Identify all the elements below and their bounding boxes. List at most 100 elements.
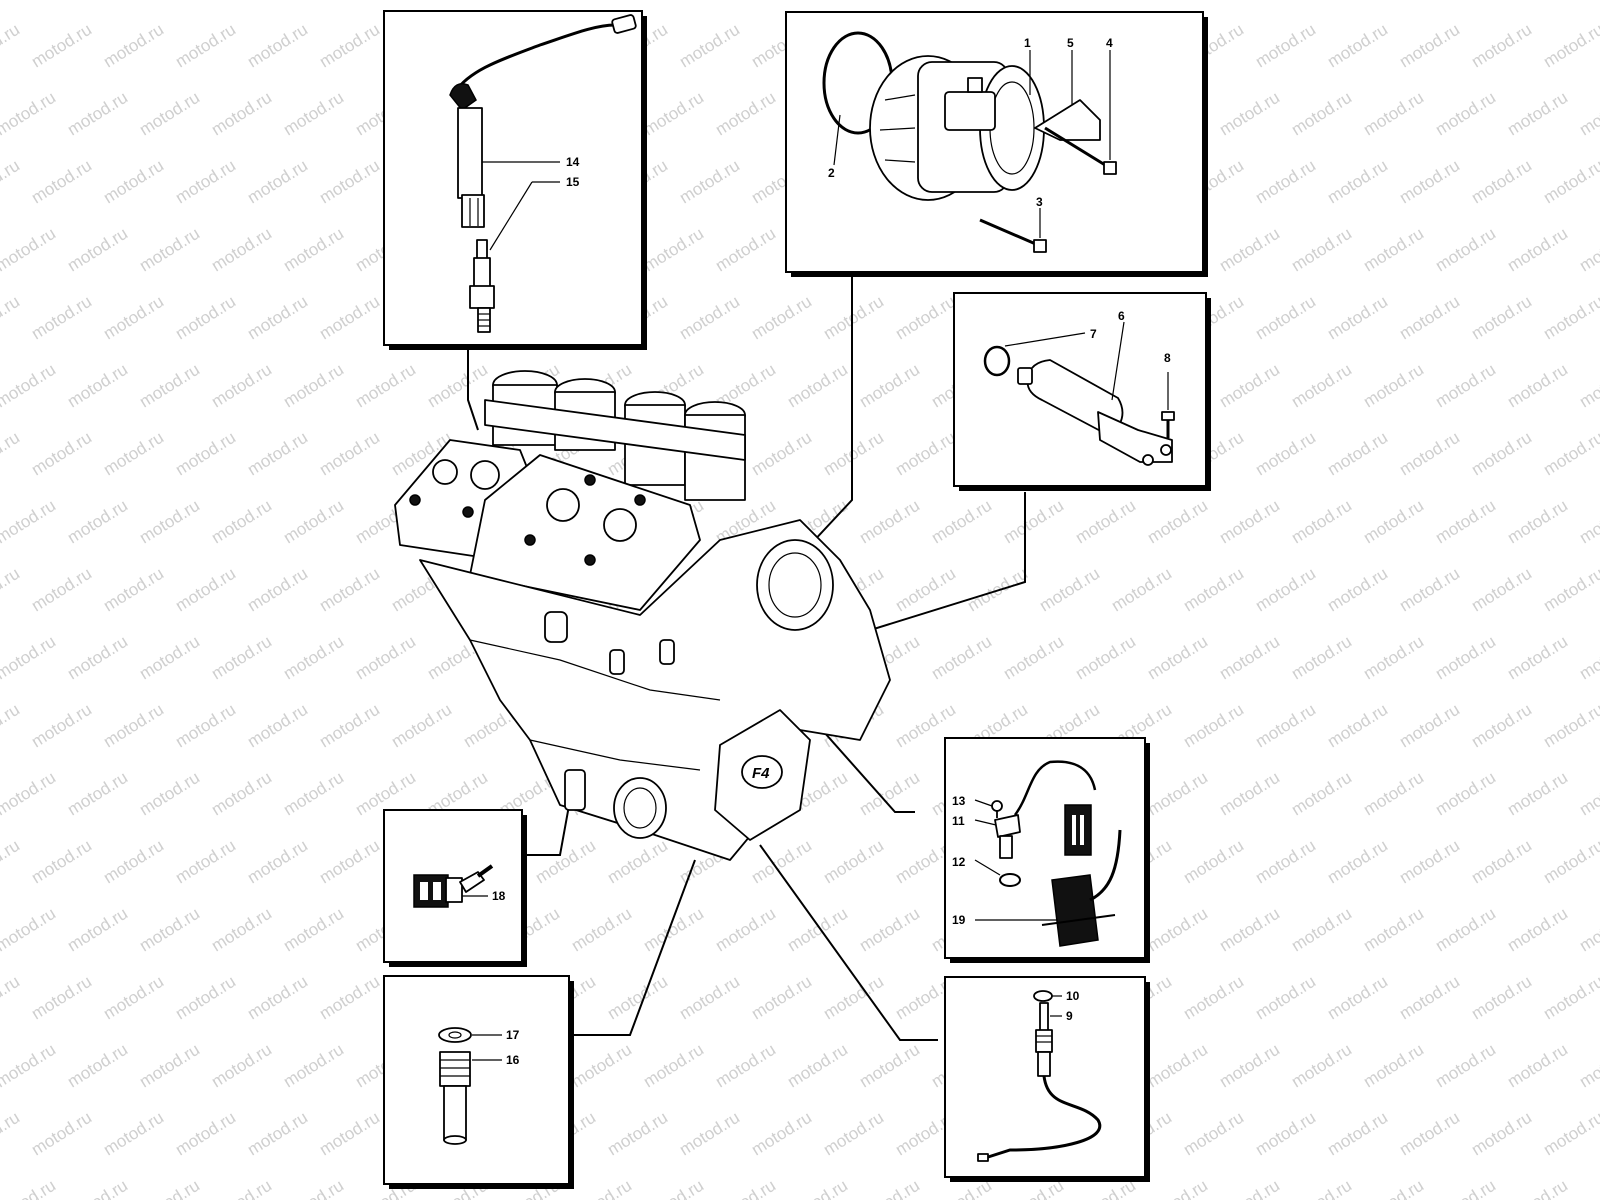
callout-11: 11 — [952, 814, 965, 828]
watermark-text: motod.ru — [244, 20, 311, 72]
watermark-text: motod.ru — [1360, 1040, 1427, 1092]
watermark-text: motod.ru — [28, 700, 95, 752]
watermark-text: motod.ru — [244, 428, 311, 480]
watermark-text: motod.ru — [100, 700, 167, 752]
watermark-text: motod.ru — [1360, 904, 1427, 956]
watermark-text: motod.ru — [316, 292, 383, 344]
callout-13: 13 — [952, 794, 966, 808]
watermark-text: motod.ru — [1576, 768, 1600, 820]
watermark-text: motod.ru — [820, 1108, 887, 1160]
watermark-text: motod.ru — [100, 972, 167, 1024]
watermark-text: motod.ru — [1396, 292, 1463, 344]
watermark-text: motod.ru — [1324, 428, 1391, 480]
watermark-text: motod.ru — [1288, 1040, 1355, 1092]
watermark-text: motod.ru — [136, 768, 203, 820]
watermark-text: motod.ru — [820, 972, 887, 1024]
watermark-text: motod.ru — [604, 836, 671, 888]
watermark-text: motod.ru — [280, 496, 347, 548]
watermark-text: motod.ru — [1540, 428, 1600, 480]
watermark-text: motod.ru — [1360, 224, 1427, 276]
watermark-text: motod.ru — [1324, 836, 1391, 888]
watermark-text: motod.ru — [0, 292, 23, 344]
watermark-text: motod.ru — [820, 428, 887, 480]
watermark-text: motod.ru — [208, 632, 275, 684]
box-spark-plug: 14 15 — [383, 10, 647, 350]
watermark-text: motod.ru — [1216, 632, 1283, 684]
box-oil-pressure-switch: 17 16 — [383, 975, 574, 1189]
watermark-text: motod.ru — [676, 156, 743, 208]
watermark-text: motod.ru — [1288, 360, 1355, 412]
engine-badge: F4 — [752, 765, 770, 782]
watermark-text: motod.ru — [316, 20, 383, 72]
watermark-text: motod.ru — [1396, 564, 1463, 616]
watermark-text: motod.ru — [0, 632, 59, 684]
watermark-text: motod.ru — [0, 700, 23, 752]
watermark-text: motod.ru — [280, 88, 347, 140]
intake-trumpets — [484, 370, 746, 501]
watermark-text: motod.ru — [280, 1040, 347, 1092]
watermark-text: motod.ru — [1576, 0, 1600, 3]
watermark-text: motod.ru — [0, 156, 23, 208]
watermark-text: motod.ru — [208, 88, 275, 140]
watermark-text: motod.ru — [1504, 224, 1571, 276]
watermark-text: motod.ru — [676, 20, 743, 72]
watermark-text: motod.ru — [1252, 428, 1319, 480]
watermark-text: motod.ru — [856, 1040, 923, 1092]
watermark-text: motod.ru — [1144, 904, 1211, 956]
watermark-text: motod.ru — [280, 0, 347, 3]
watermark-text: motod.ru — [136, 904, 203, 956]
watermark-text: motod.ru — [28, 1108, 95, 1160]
watermark-text: motod.ru — [784, 360, 851, 412]
watermark-text: motod.ru — [568, 1176, 635, 1200]
watermark-text: motod.ru — [244, 564, 311, 616]
callout-16: 16 — [506, 1053, 520, 1067]
watermark-text: motod.ru — [280, 904, 347, 956]
watermark-text: motod.ru — [1216, 768, 1283, 820]
watermark-text: motod.ru — [640, 88, 707, 140]
watermark-text: motod.ru — [1540, 1108, 1600, 1160]
watermark-text: motod.ru — [100, 428, 167, 480]
watermark-text: motod.ru — [676, 1108, 743, 1160]
watermark-text: motod.ru — [208, 0, 275, 3]
watermark-text: motod.ru — [568, 0, 635, 3]
watermark-text: motod.ru — [1360, 360, 1427, 412]
callout-18: 18 — [492, 889, 506, 903]
watermark-text: motod.ru — [1252, 292, 1319, 344]
watermark-text: motod.ru — [352, 0, 419, 3]
watermark-text: motod.ru — [892, 292, 959, 344]
watermark-text: motod.ru — [676, 292, 743, 344]
watermark-text: motod.ru — [496, 0, 563, 3]
watermark-text: motod.ru — [856, 0, 923, 3]
watermark-text: motod.ru — [1252, 1108, 1319, 1160]
watermark-text: motod.ru — [712, 1040, 779, 1092]
watermark-text: motod.ru — [1252, 972, 1319, 1024]
watermark-text: motod.ru — [28, 564, 95, 616]
watermark-text: motod.ru — [712, 904, 779, 956]
watermark-text: motod.ru — [28, 156, 95, 208]
watermark-text: motod.ru — [28, 972, 95, 1024]
watermark-text: motod.ru — [1576, 496, 1600, 548]
watermark-text: motod.ru — [1216, 1040, 1283, 1092]
watermark-text: motod.ru — [1432, 632, 1499, 684]
watermark-text: motod.ru — [172, 20, 239, 72]
watermark-text: motod.ru — [1288, 904, 1355, 956]
watermark-text: motod.ru — [1504, 1176, 1571, 1200]
watermark-text: motod.ru — [172, 836, 239, 888]
watermark-text: motod.ru — [316, 700, 383, 752]
watermark-text: motod.ru — [712, 1176, 779, 1200]
watermark-text: motod.ru — [640, 1176, 707, 1200]
watermark-text: motod.ru — [856, 360, 923, 412]
watermark-text: motod.ru — [1432, 0, 1499, 3]
watermark-text: motod.ru — [136, 0, 203, 3]
watermark-text: motod.ru — [100, 1108, 167, 1160]
watermark-text: motod.ru — [1576, 632, 1600, 684]
watermark-text: motod.ru — [532, 836, 599, 888]
watermark-text: motod.ru — [1216, 0, 1283, 3]
watermark-text: motod.ru — [1180, 972, 1247, 1024]
watermark-text: motod.ru — [1180, 1108, 1247, 1160]
watermark-text: motod.ru — [1216, 1176, 1283, 1200]
watermark-text: motod.ru — [1324, 156, 1391, 208]
callout-1: 1 — [1024, 36, 1031, 50]
watermark-text: motod.ru — [1576, 1176, 1600, 1200]
watermark-text: motod.ru — [100, 836, 167, 888]
